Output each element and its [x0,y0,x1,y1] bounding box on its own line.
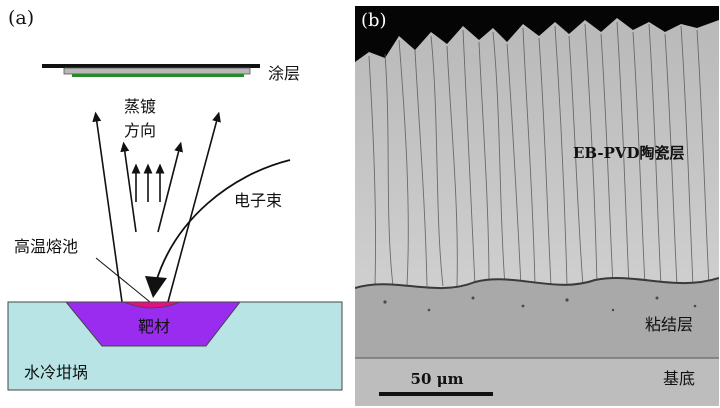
melt-pool [123,301,181,309]
ceramic-layer-label: EB-PVD陶瓷层 [573,144,685,162]
scale-bar [379,392,493,396]
vapor-arrow-inner-left [120,141,137,233]
ceramic-layer-region [355,18,719,288]
crucible-label: 水冷坩埚 [24,363,88,382]
target-label: 靶材 [138,317,170,336]
coating-layer-green [72,74,244,77]
panel-b-micrograph: (b) EB-PVD陶瓷层 粘结层 基底 50 μm [355,6,719,406]
coating-substrate-black [42,64,260,68]
vapor-arrow-outer-left [92,111,123,303]
interface-line [355,277,719,289]
bond-coat-region [355,278,719,358]
column-boundaries [368,21,710,287]
electron-beam-arrowhead [145,276,167,298]
scale-bar-label: 50 μm [411,370,464,388]
target-material [64,301,242,347]
bond-coat-label: 粘结层 [645,315,693,334]
electron-beam-path [155,159,291,283]
evap-direction-line1: 蒸镀 [124,97,156,116]
vapor-arrow-outer-right [167,111,221,303]
substrate-label: 基底 [663,369,695,388]
melt-pool-pointer [95,257,151,303]
evap-direction-line2: 方向 [124,121,156,140]
panel-b-tag: (b) [361,10,387,31]
panel-a-schematic: (a) 涂层 蒸镀 方向 电子束 高温熔池 靶材 水冷坩埚 [0,0,348,408]
panel-a-tag: (a) [8,7,34,29]
substrate-region [355,358,719,406]
melt-pool-label: 高温熔池 [14,237,78,256]
eb-pvd-schematic: (a) 涂层 蒸镀 方向 电子束 高温熔池 靶材 水冷坩埚 [7,7,343,391]
electron-beam-label: 电子束 [234,191,282,210]
coating-label: 涂层 [268,64,300,83]
vapor-arrow-inner-right [157,141,183,233]
sem-cross-section-image: (b) EB-PVD陶瓷层 粘结层 基底 50 μm [355,6,719,406]
bond-coat-pores [383,296,697,312]
coating-substrate-gray [63,67,251,75]
